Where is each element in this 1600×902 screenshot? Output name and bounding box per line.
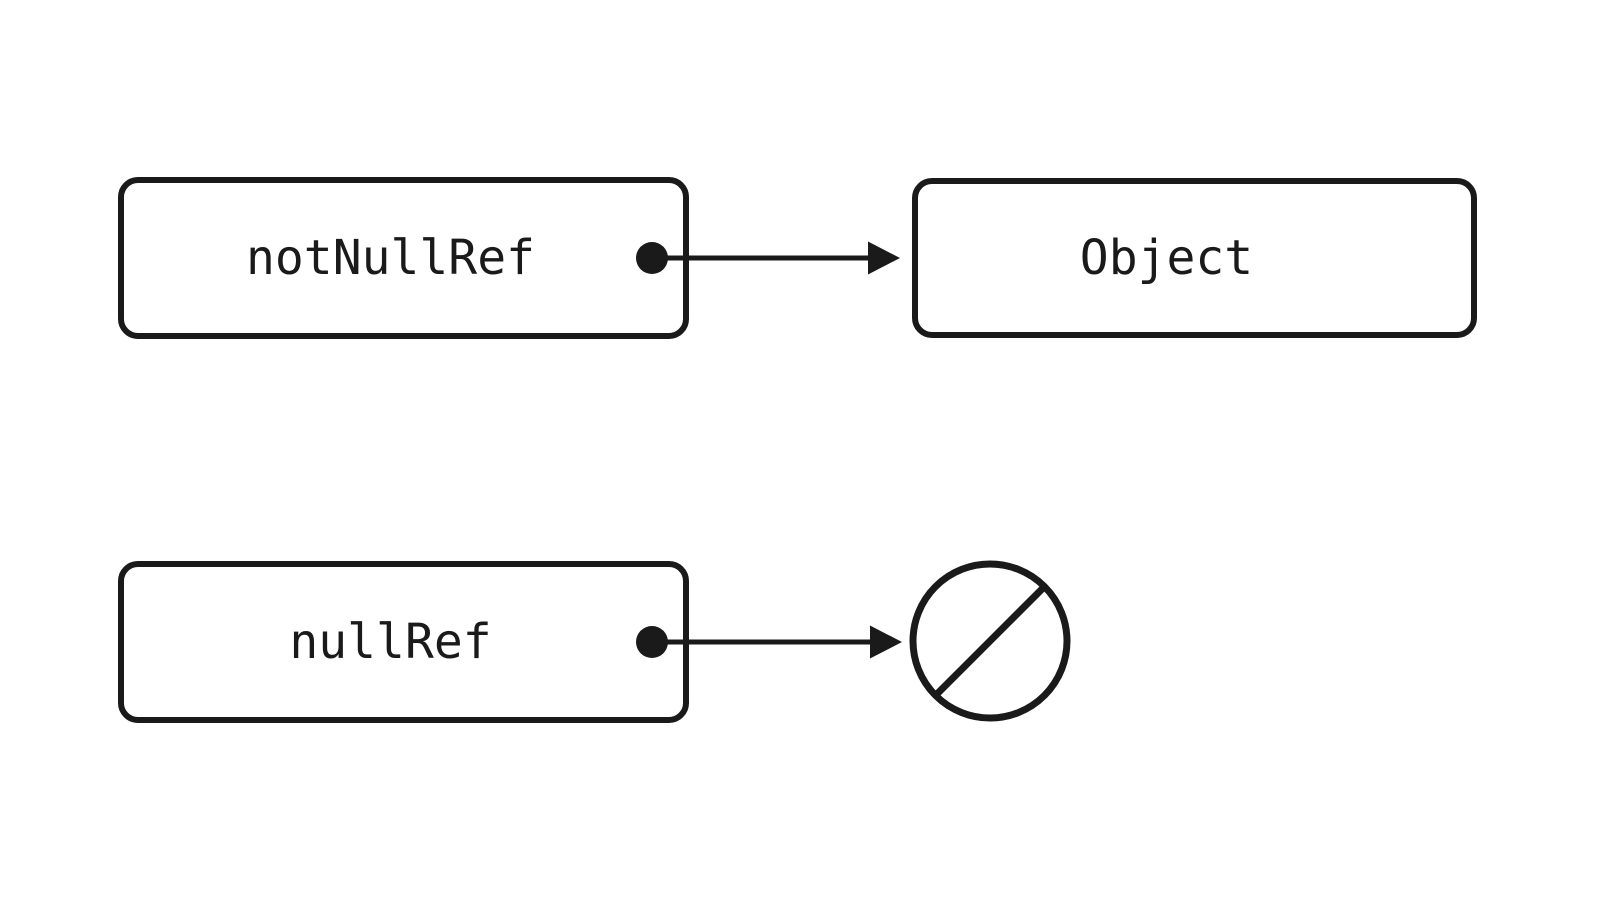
arrowhead-icon xyxy=(868,241,900,275)
node-object: Object xyxy=(912,178,1477,338)
null-circle xyxy=(909,560,1071,722)
node-nullref-label: nullRef xyxy=(289,614,492,670)
node-nullref: nullRef xyxy=(118,561,689,723)
node-notnullref: notNullRef xyxy=(118,177,689,339)
arrowhead-icon xyxy=(870,625,902,659)
null-slash xyxy=(933,584,1047,698)
node-object-label: Object xyxy=(1079,230,1254,286)
node-notnullref-label: notNullRef xyxy=(246,230,535,286)
null-icon xyxy=(909,560,1071,722)
